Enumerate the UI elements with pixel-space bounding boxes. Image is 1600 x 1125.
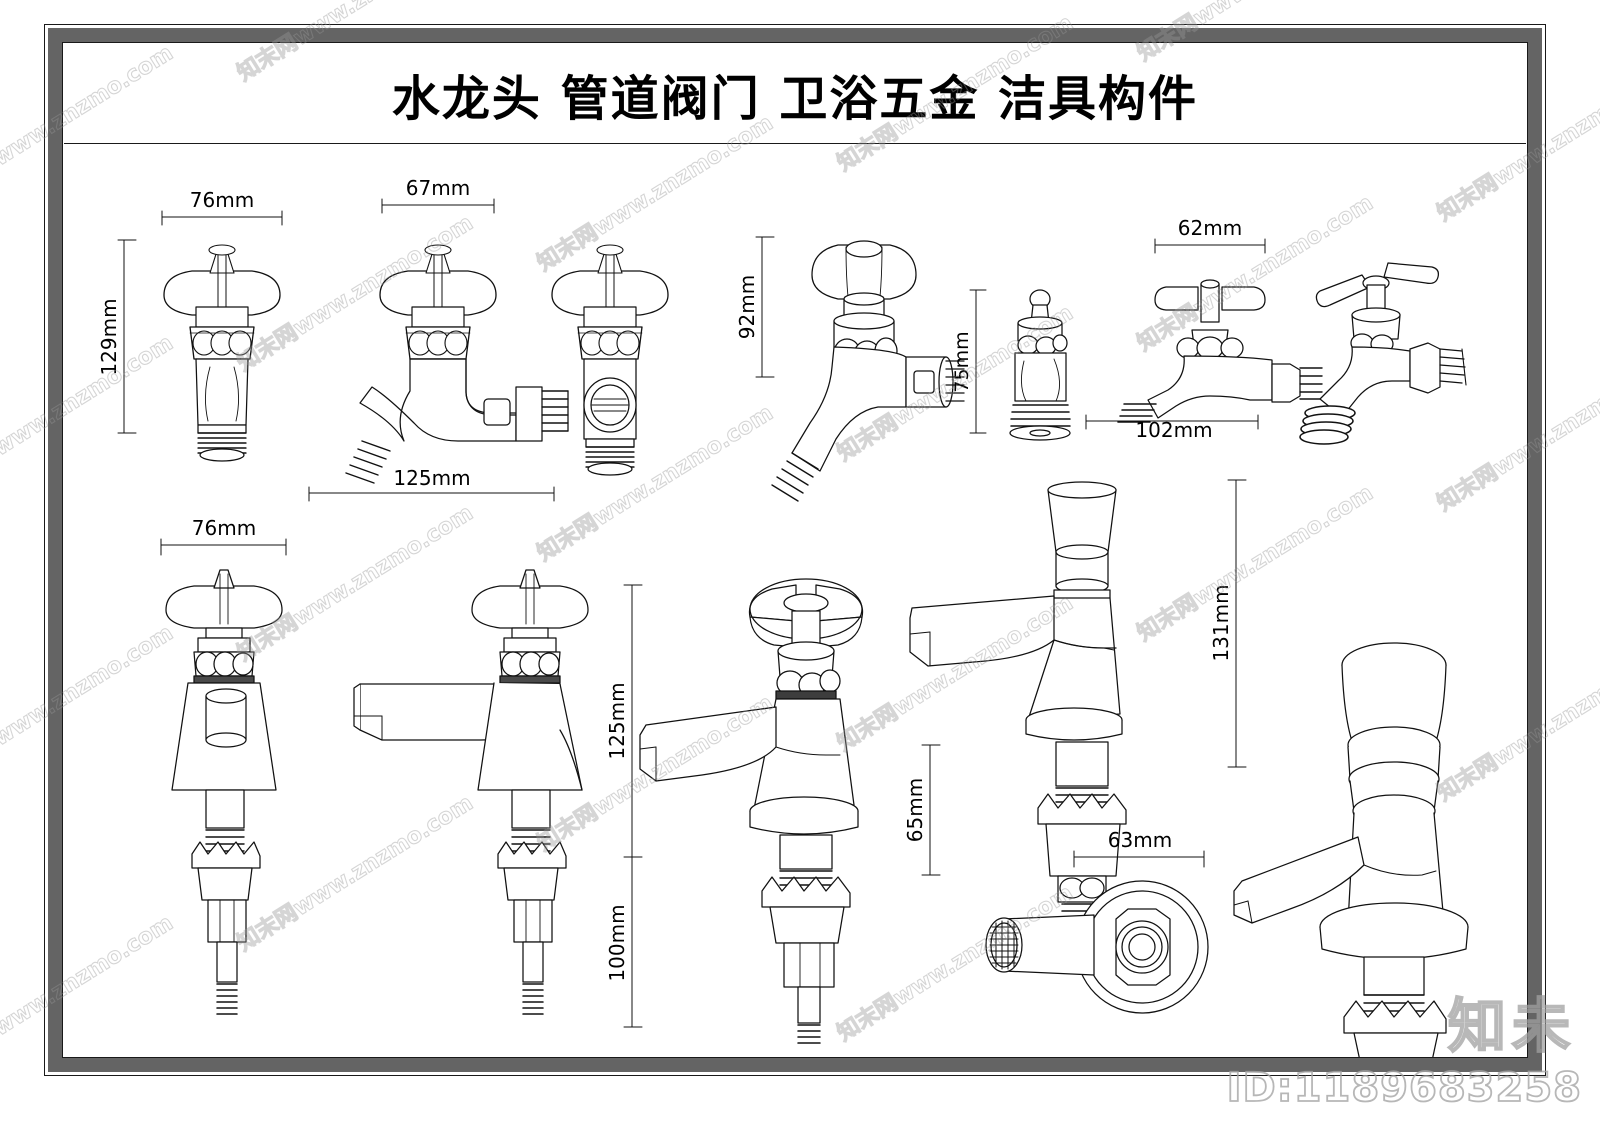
dimension-76mm-bottom: 76mm xyxy=(160,516,287,556)
svg-text:76mm: 76mm xyxy=(192,516,256,540)
part-bibcock-iso-7 xyxy=(1299,262,1467,445)
part-basin-tap-2 xyxy=(353,569,589,1015)
dimension-62mm: 62mm xyxy=(1154,216,1266,254)
svg-text:67mm: 67mm xyxy=(406,176,470,200)
svg-text:129mm: 129mm xyxy=(97,298,121,375)
dimension-65mm: 65mm xyxy=(903,744,941,876)
asset-id-label: ID:1189683258 xyxy=(1226,1064,1582,1112)
svg-text:65mm: 65mm xyxy=(903,778,927,842)
svg-text:125mm: 125mm xyxy=(605,682,629,759)
part-cross-handle-bibcock-6 xyxy=(1117,279,1323,423)
dimension-76mm-top: 76mm xyxy=(161,188,283,226)
part-dome-handle-tap-5 xyxy=(909,481,1127,944)
part-dome-handle-tap-iso-8 xyxy=(1233,642,1469,1057)
svg-text:131mm: 131mm xyxy=(1209,584,1233,661)
part-bibcock-vertical-1 xyxy=(163,244,281,462)
svg-text:102mm: 102mm xyxy=(1135,418,1212,442)
svg-text:76mm: 76mm xyxy=(190,188,254,212)
sheet-title: 水龙头 管道阀门 卫浴五金 洁具构件 xyxy=(391,70,1199,127)
drawing-canvas: 76mm 129mm xyxy=(64,145,1526,1057)
part-basin-tap-iso-3 xyxy=(639,578,864,1044)
svg-text:62mm: 62mm xyxy=(1178,216,1242,240)
brand-watermark: 知未 xyxy=(1447,991,1576,1061)
svg-text:75mm: 75mm xyxy=(951,331,973,392)
dimension-129mm: 129mm xyxy=(97,239,137,434)
dimension-102mm: 102mm xyxy=(1085,414,1259,442)
dimension-63mm: 63mm xyxy=(1073,828,1205,868)
svg-text:63mm: 63mm xyxy=(1108,828,1172,852)
dimension-92mm: 92mm xyxy=(735,236,775,378)
svg-text:125mm: 125mm xyxy=(393,466,470,490)
dimension-100mm: 100mm xyxy=(605,856,643,1028)
svg-text:100mm: 100mm xyxy=(605,904,629,981)
part-bibcock-iso-4 xyxy=(771,240,965,502)
dimension-125mm-row1: 125mm xyxy=(308,466,555,502)
svg-text:92mm: 92mm xyxy=(735,275,759,339)
part-angle-valve-3 xyxy=(551,244,669,476)
part-cartridge-valve-5 xyxy=(1009,289,1071,441)
part-spout-top-view-7 xyxy=(985,880,1209,1014)
dimension-75mm: 75mm xyxy=(951,289,987,434)
dimension-131mm: 131mm xyxy=(1209,479,1247,768)
part-basin-tap-1 xyxy=(165,569,283,1015)
dimension-67mm: 67mm xyxy=(381,176,495,214)
title-block: 水龙头 管道阀门 卫浴五金 洁具构件 xyxy=(64,44,1526,144)
dimension-125mm-row2: 125mm xyxy=(605,584,643,858)
part-wall-bibcock-2 xyxy=(345,244,569,484)
